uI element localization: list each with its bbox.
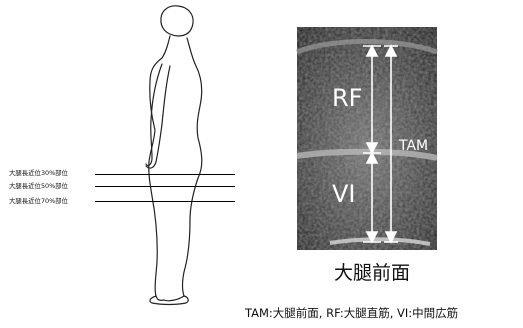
body-back-outline (164, 38, 202, 301)
head-icon (161, 6, 193, 36)
view-title: 大腿前面 (334, 258, 410, 285)
level-label-50: 大腿長近位50%部位 (9, 182, 68, 190)
level-line-70 (95, 201, 235, 202)
level-label-70: 大腿長近位70%部位 (9, 197, 68, 205)
level-label-30: 大腿長近位30%部位 (9, 169, 68, 177)
level-line-30 (95, 174, 235, 175)
footnote: TAM:大腿前面, RF:大腿直筋, VI:中間広筋 (245, 305, 458, 321)
rf-label: RF (332, 84, 362, 112)
human-figure-outline (146, 6, 202, 305)
level-line-50 (95, 186, 235, 187)
vi-label: VI (332, 180, 356, 208)
tam-label: TAM (399, 138, 428, 154)
